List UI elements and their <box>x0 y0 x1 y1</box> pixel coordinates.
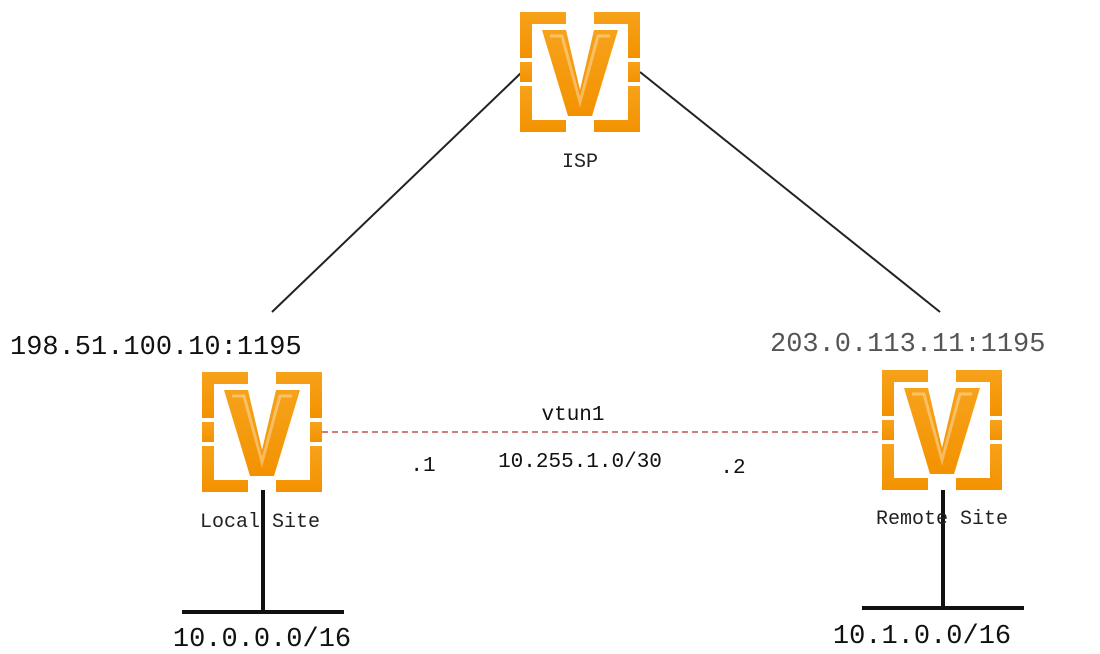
remote-site-label: Remote Site <box>876 508 1008 531</box>
local-site-label: Local Site <box>200 511 320 534</box>
remote-router-icon <box>880 368 1004 492</box>
isp-label: ISP <box>562 151 598 174</box>
remote-public-address: 203.0.113.11:1195 <box>770 330 1045 360</box>
isp-router-icon <box>518 10 642 134</box>
tunnel-interface-label: vtun1 <box>541 404 604 427</box>
remote-tunnel-host-label: .2 <box>720 457 745 480</box>
tunnel-subnet-label: 10.255.1.0/30 <box>498 451 662 474</box>
local-tunnel-host-label: .1 <box>410 455 435 478</box>
local-lan-label: 10.0.0.0/16 <box>173 625 351 654</box>
remote-lan-label: 10.1.0.0/16 <box>833 622 1011 652</box>
isp-link-local <box>271 71 523 313</box>
isp-link-remote <box>639 71 941 313</box>
local-router-icon <box>200 370 324 494</box>
local-public-address: 198.51.100.10:1195 <box>10 333 302 363</box>
